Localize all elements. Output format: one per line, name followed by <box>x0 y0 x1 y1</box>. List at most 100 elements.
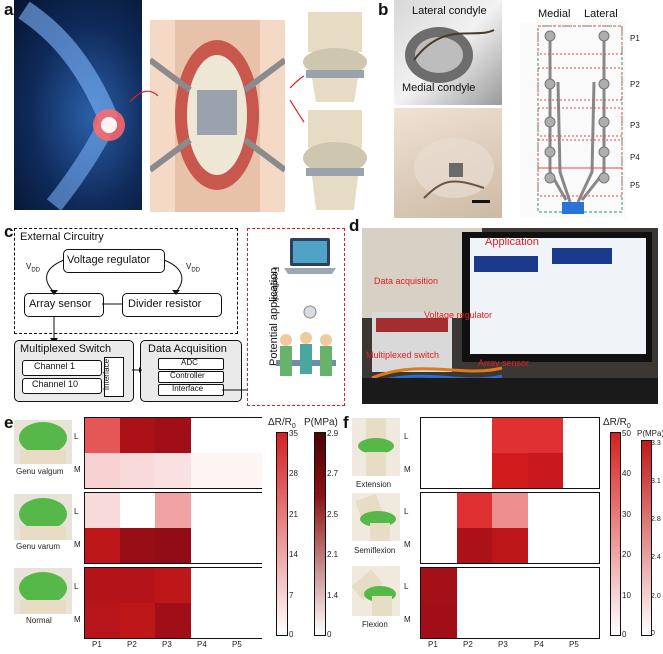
f-cbar-title-p: P(MPa) <box>637 429 663 438</box>
heatmap-genu-varum <box>84 492 262 564</box>
f-dr-tick-10: 10 <box>622 591 631 600</box>
row-label-p2: P2 <box>630 80 640 89</box>
heatmap-cell-L-P5 <box>563 493 600 528</box>
application-label: Application <box>485 236 539 248</box>
label-semiflexion: Semiflexion <box>354 546 396 555</box>
controller-box <box>158 371 224 383</box>
f-dr-tick-40: 40 <box>622 469 631 478</box>
heatmap-semiflexion <box>420 492 600 564</box>
f-row-L-2: L <box>404 507 409 516</box>
f-x-p1: P1 <box>428 640 438 649</box>
array-sensor-label: Array sensor <box>29 298 92 310</box>
panel-label-f: f <box>343 413 349 432</box>
channel-10-box <box>22 378 102 394</box>
heatmap-cell-L-P2 <box>456 493 493 528</box>
heatmap-cell-L-P4 <box>190 568 227 603</box>
sensor-on-condyle-photo <box>394 0 502 105</box>
knee-joint-implant-bottom <box>298 110 372 210</box>
e-dr-tick-35: 35 <box>289 429 298 438</box>
heatmap-cell-L-P1 <box>421 568 457 603</box>
heatmap-cell-M-P5 <box>563 453 600 488</box>
data-acquisition-label-d: Data acquisition <box>374 276 439 286</box>
f-row-M-1: M <box>404 465 411 474</box>
row-label-p4: P4 <box>630 153 640 162</box>
label-normal: Normal <box>26 616 52 625</box>
panel-label-a: a <box>4 0 14 19</box>
array-sensor-box <box>24 293 104 317</box>
data-flow-arrows <box>132 367 248 391</box>
adc-label: ADC <box>181 358 198 367</box>
heatmap-genu-valgum <box>84 417 262 489</box>
interface-vertical-box <box>104 357 124 397</box>
knee-joint-implant-top <box>298 12 372 102</box>
f-x-p4: P4 <box>534 640 544 649</box>
heatmap-cell-L-P2 <box>120 568 157 603</box>
heatmap-cell-L-P3 <box>492 568 529 603</box>
e-p-tick-0: 0 <box>327 630 332 639</box>
f-row-M-3: M <box>404 615 411 624</box>
pathway-arrows <box>130 75 305 123</box>
heatmap-cell-M-P1 <box>85 603 121 638</box>
circuit-connectors <box>46 259 183 344</box>
heatmap-cell-M-P4 <box>190 453 227 488</box>
voltage-regulator-label-d: Voltage regulator <box>424 310 493 320</box>
medial-condyle-label: Medial condyle <box>402 82 476 94</box>
heatmap-cell-M-P2 <box>456 603 493 638</box>
e-cbar-title-dr: ΔR/R0 <box>268 417 296 430</box>
divider-resistor-box <box>122 293 222 317</box>
f-x-p2: P2 <box>463 640 473 649</box>
feedback-label: Feedback <box>271 266 281 303</box>
f-p-tick-2.4: 2.4 <box>651 554 661 561</box>
knee-model-extension <box>352 418 400 476</box>
divider-resistor-label: Divider resistor <box>128 298 202 310</box>
heatmap-cell-M-P2 <box>456 453 493 488</box>
heatmap-cell-L-P3 <box>155 493 192 528</box>
e-p-tick-1.4: 1.4 <box>327 591 339 600</box>
heatmap-cell-M-P1 <box>421 603 457 638</box>
f-dr-tick-30: 30 <box>622 510 631 519</box>
heatmap-extension <box>420 417 600 489</box>
e-dr-tick-7: 7 <box>289 591 294 600</box>
controller-label: Controller <box>170 371 205 380</box>
e-row-M-3: M <box>74 615 81 624</box>
heatmap-cell-M-P2 <box>456 528 493 563</box>
heatmap-cell-M-P3 <box>492 453 529 488</box>
f-p-tick-0: 0 <box>651 630 655 637</box>
f-p-tick-2.8: 2.8 <box>651 516 661 523</box>
heatmap-cell-L-P4 <box>190 493 227 528</box>
label-flexion: Flexion <box>362 620 388 629</box>
heatmap-cell-L-P5 <box>225 418 262 453</box>
surgery-illustration <box>150 20 285 212</box>
f-dr-tick-0: 0 <box>622 630 627 639</box>
adc-box <box>158 358 224 370</box>
heatmap-cell-M-P2 <box>120 603 157 638</box>
knee-model-genu-valgum <box>14 420 72 464</box>
heatmap-cell-M-P4 <box>527 453 564 488</box>
heatmap-cell-M-P3 <box>155 453 192 488</box>
heatmap-cell-L-P2 <box>120 418 157 453</box>
heatmap-cell-L-P2 <box>456 568 493 603</box>
heatmap-normal <box>84 567 262 639</box>
heatmap-cell-M-P2 <box>120 453 157 488</box>
heatmap-cell-M-P5 <box>225 603 262 638</box>
f-dr-tick-50: 50 <box>622 429 631 438</box>
heatmap-cell-M-P1 <box>85 528 121 563</box>
panel-label-d: d <box>349 216 360 235</box>
e-row-L-2: L <box>74 507 79 516</box>
e-colorbar-dr <box>276 432 288 636</box>
voltage-regulator-label: Voltage regulator <box>67 254 151 266</box>
vdd-left: VDD <box>26 262 41 274</box>
e-x-p2: P2 <box>127 640 137 649</box>
medial-label: Medial <box>538 8 571 20</box>
row-label-p5: P5 <box>630 181 640 190</box>
array-sensor-label-d: Array sensor <box>478 358 530 368</box>
label-genu-varum: Genu varum <box>16 542 61 551</box>
e-dr-tick-28: 28 <box>289 469 298 478</box>
label-genu-valgum: Genu valgum <box>16 467 64 476</box>
heatmap-cell-L-P3 <box>492 418 529 453</box>
row-label-p1: P1 <box>630 34 640 43</box>
e-x-p3: P3 <box>162 640 172 649</box>
f-colorbar-dr <box>610 432 621 636</box>
potential-application-box <box>247 228 345 406</box>
heatmap-cell-M-P4 <box>527 603 564 638</box>
